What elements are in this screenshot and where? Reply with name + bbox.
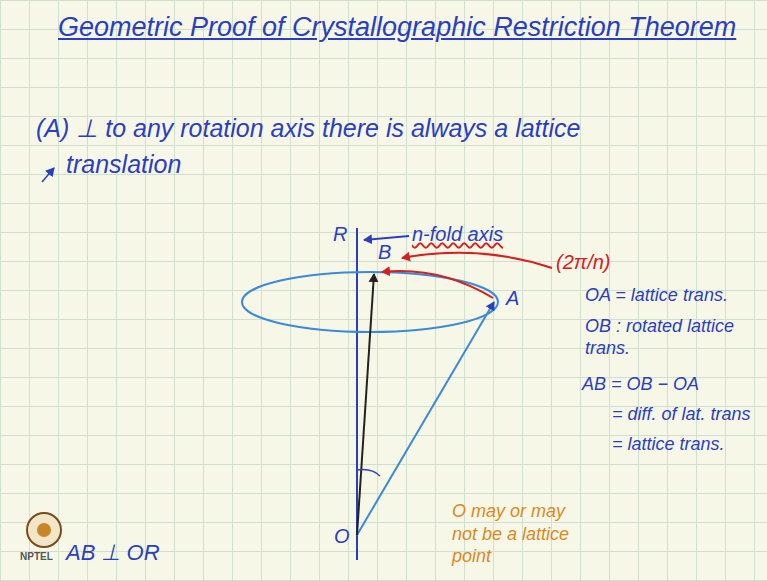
- logo-center: [37, 523, 51, 537]
- note: = diff. of lat. trans: [612, 404, 751, 426]
- logo-text: NPTEL: [20, 551, 53, 563]
- note: AB = OB − OA: [582, 374, 699, 396]
- note: OB : rotated lattice trans.: [585, 316, 760, 359]
- slide-title: Geometric Proof of Crystallographic Rest…: [58, 8, 758, 47]
- statement: (A) ⊥ to any rotation axis there is alwa…: [36, 110, 686, 183]
- point-label: O: [334, 524, 350, 548]
- note: OA = lattice trans.: [585, 285, 728, 307]
- point-label: A: [506, 286, 519, 310]
- rotation-arc: [382, 271, 493, 298]
- logo-ring: [27, 513, 61, 547]
- point-label: R: [333, 222, 347, 246]
- note: AB ⊥ OR: [66, 540, 160, 566]
- note: O may or may not be a lattice point: [452, 500, 592, 568]
- axis-label: n-fold axis: [412, 222, 503, 246]
- pointer-arrow: [364, 236, 409, 240]
- vector-oa: [357, 302, 494, 535]
- margin-arrow: [42, 168, 54, 182]
- angle-label: (2π/n): [556, 250, 611, 274]
- vector-ob: [357, 274, 374, 535]
- angle-mark: [357, 470, 380, 476]
- point-label: B: [378, 240, 391, 264]
- note: = lattice trans.: [612, 434, 725, 456]
- angle-arrow: [402, 253, 552, 268]
